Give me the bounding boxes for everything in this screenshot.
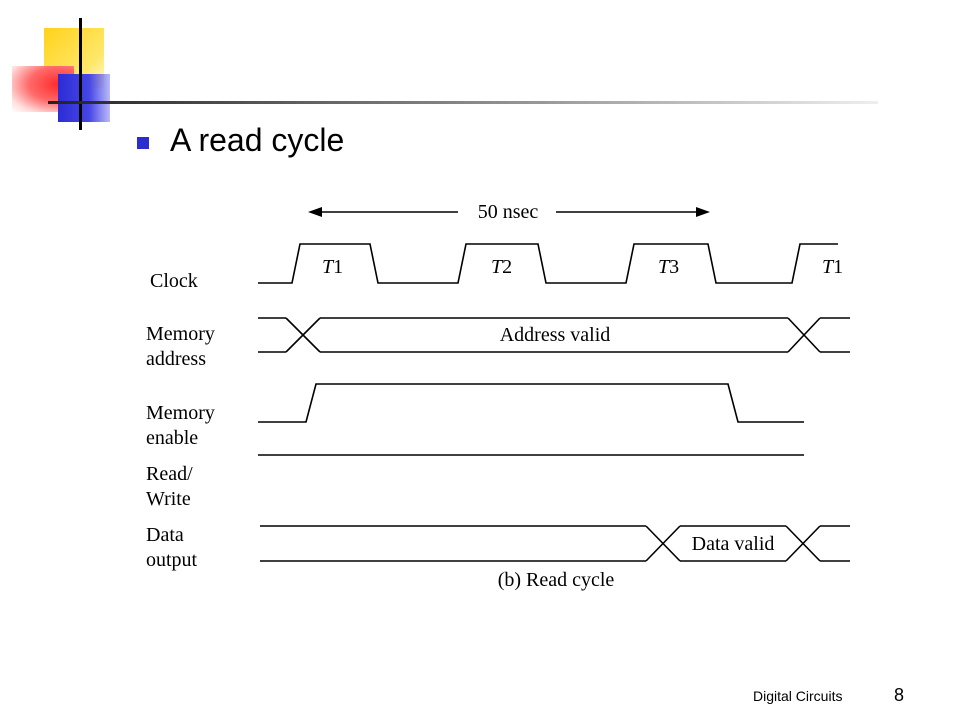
clock-phase-t2-letter: T (491, 256, 504, 278)
diagram-caption: (b) Read cycle (498, 569, 615, 591)
signal-label-data-output-1: Data (146, 524, 184, 546)
signal-label-clock: Clock (150, 270, 198, 292)
signal-label-memory-address-1: Memory (146, 323, 215, 345)
address-valid-label: Address valid (500, 324, 611, 346)
decor-horizontal-line (48, 101, 878, 104)
data-valid-label: Data valid (692, 533, 775, 555)
slide-title: A read cycle (170, 122, 345, 158)
memory-address-waveform (258, 317, 850, 353)
clock-phase-t2: T2 (491, 256, 512, 278)
footer-text: Digital Circuits (753, 688, 843, 704)
signal-label-data-output-2: output (146, 549, 198, 571)
clock-phase-t1-next: T1 (822, 256, 843, 278)
data-output-waveform (260, 525, 850, 562)
signal-label-memory-enable-1: Memory (146, 402, 215, 424)
clock-phase-t2-number: 2 (502, 256, 512, 278)
signal-label-memory-address-2: address (146, 348, 206, 370)
signal-label-read-write-1: Read/ (146, 463, 193, 485)
clock-phase-t1-number: 1 (333, 256, 343, 278)
period-arrow (308, 207, 710, 217)
clock-phase-t3: T3 (658, 256, 679, 278)
decor-blue-square (58, 74, 110, 122)
signal-label-memory-enable-2: enable (146, 427, 198, 449)
clock-phase-t3-number: 3 (669, 256, 679, 278)
clock-waveform (258, 243, 838, 284)
page-number: 8 (894, 685, 905, 705)
decor-vertical-line (79, 18, 82, 130)
clock-phase-t1-next-letter: T (822, 256, 835, 278)
clock-phase-t1-letter: T (322, 256, 335, 278)
period-label: 50 nsec (478, 201, 539, 223)
clock-phase-t1-next-number: 1 (833, 256, 843, 278)
clock-phase-t1: T1 (322, 256, 343, 278)
signal-label-read-write-2: Write (146, 488, 191, 510)
memory-enable-waveform (258, 383, 804, 423)
clock-phase-t3-letter: T (658, 256, 671, 278)
bullet-square-icon (137, 137, 149, 149)
